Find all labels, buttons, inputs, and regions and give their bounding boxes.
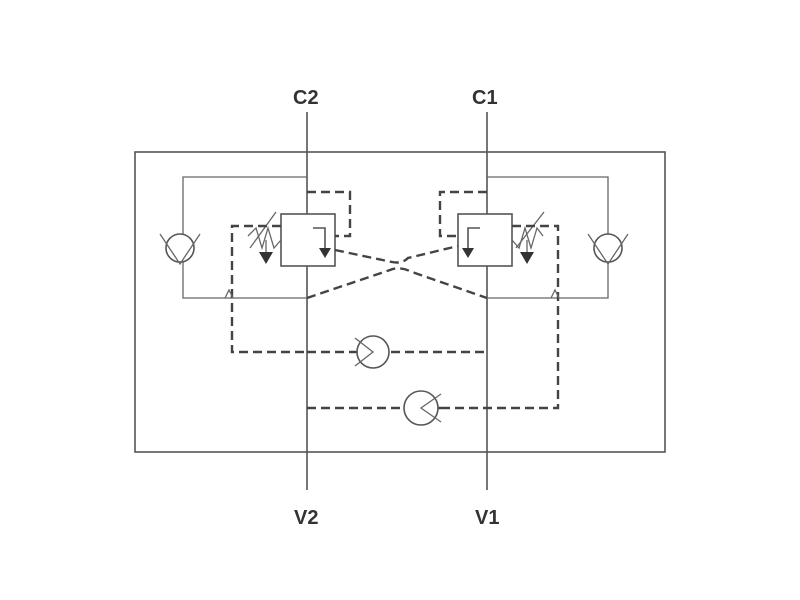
- check-valve-left: [159, 233, 201, 266]
- shuttle-check-upper: [354, 335, 390, 369]
- pilot-drain-right: [442, 224, 560, 410]
- counterbalance-valve-right: [457, 213, 513, 267]
- shuttle-check-lower: [403, 390, 442, 426]
- counterbalance-valve-left: [280, 213, 336, 267]
- spring-right: [511, 211, 545, 264]
- port-label-c2: C2: [293, 87, 319, 109]
- pilot-cross-right-to-left: [306, 267, 488, 300]
- pilot-drain-left: [230, 224, 307, 354]
- valve-block-outline: [134, 151, 666, 453]
- drain-tap-right: [550, 288, 560, 299]
- drain-tap-left: [224, 288, 234, 299]
- port-label-c1: C1: [472, 87, 498, 109]
- pilot-cross-left-to-right: [334, 244, 459, 264]
- check-valve-right: [587, 233, 629, 266]
- spring-left: [247, 211, 282, 264]
- pilot-internal-right: [438, 190, 487, 238]
- port-label-v1: V1: [475, 507, 499, 529]
- port-label-v2: V2: [294, 507, 318, 529]
- pilot-internal-left: [307, 190, 352, 238]
